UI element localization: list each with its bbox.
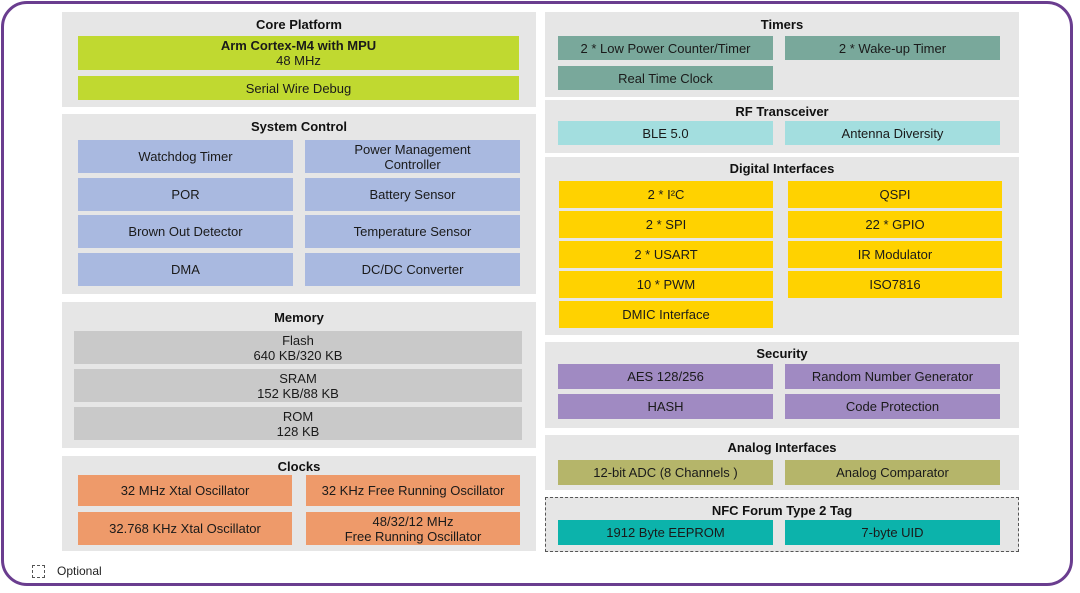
code-protection-block: Code Protection <box>785 394 1000 419</box>
flash-block: Flash 640 KB/320 KB <box>74 331 522 364</box>
outer-frame <box>1 1 1073 586</box>
dmic-interface-block: DMIC Interface <box>559 301 773 328</box>
cpu-block: Arm Cortex-M4 with MPU 48 MHz <box>78 36 519 70</box>
security-title: Security <box>756 346 808 361</box>
digital-interfaces-panel: Digital Interfaces 2 * I²C QSPI 2 * SPI … <box>545 157 1019 335</box>
rom-block: ROM 128 KB <box>74 407 522 440</box>
brown-out-detector-block: Brown Out Detector <box>78 215 293 248</box>
core-platform-panel: Core Platform Arm Cortex-M4 with MPU 48 … <box>62 12 536 107</box>
rf-transceiver-title: RF Transceiver <box>735 104 829 119</box>
dma-block: DMA <box>78 253 293 286</box>
rom-size: 128 KB <box>276 423 320 439</box>
xtal-32768khz-block: 32.768 KHz Xtal Oscillator <box>78 512 292 545</box>
sram-block: SRAM 152 KB/88 KB <box>74 369 522 402</box>
sram-size: 152 KB/88 KB <box>257 385 339 401</box>
analog-comparator-block: Analog Comparator <box>785 460 1000 485</box>
clocks-title: Clocks <box>277 459 321 474</box>
memory-title: Memory <box>274 310 324 325</box>
nfc-tag-panel: NFC Forum Type 2 Tag 1912 Byte EEPROM 7-… <box>545 497 1019 552</box>
cpu-name: Arm Cortex-M4 with MPU <box>220 38 377 53</box>
system-control-title: System Control <box>250 119 348 134</box>
low-power-counter-block: 2 * Low Power Counter/Timer <box>558 36 773 60</box>
wakeup-timer-block: 2 * Wake-up Timer <box>785 36 1000 60</box>
timers-title: Timers <box>760 17 804 32</box>
digital-interfaces-title: Digital Interfaces <box>729 161 835 176</box>
freerun-mhz-block: 48/32/12 MHz Free Running Oscillator <box>306 512 520 545</box>
battery-sensor-block: Battery Sensor <box>305 178 520 211</box>
rng-block: Random Number Generator <box>785 364 1000 389</box>
temperature-sensor-block: Temperature Sensor <box>305 215 520 248</box>
legend: Optional <box>32 564 102 578</box>
rom-name: ROM <box>282 408 314 424</box>
freerun-mhz-line1: 48/32/12 MHz <box>372 513 454 529</box>
sram-name: SRAM <box>279 370 317 386</box>
usart-block: 2 * USART <box>559 241 773 268</box>
optional-legend-label: Optional <box>57 564 102 578</box>
security-panel: Security AES 128/256 Random Number Gener… <box>545 342 1019 428</box>
pwm-block: 10 * PWM <box>559 271 773 298</box>
system-control-panel: System Control Watchdog Timer Power Mana… <box>62 114 536 294</box>
cpu-frequency: 48 MHz <box>276 53 321 68</box>
real-time-clock-block: Real Time Clock <box>558 66 773 90</box>
uid-block: 7-byte UID <box>785 520 1000 545</box>
flash-name: Flash <box>282 332 314 348</box>
xtal-32mhz-block: 32 MHz Xtal Oscillator <box>78 475 292 506</box>
clocks-panel: Clocks 32 MHz Xtal Oscillator 32 KHz Fre… <box>62 456 536 551</box>
analog-interfaces-title: Analog Interfaces <box>727 440 837 455</box>
power-management-block: Power Management Controller <box>305 140 520 173</box>
analog-interfaces-panel: Analog Interfaces 12-bit ADC (8 Channels… <box>545 435 1019 490</box>
ble-block: BLE 5.0 <box>558 121 773 145</box>
por-block: POR <box>78 178 293 211</box>
watchdog-timer-block: Watchdog Timer <box>78 140 293 173</box>
i2c-block: 2 * I²C <box>559 181 773 208</box>
freerun-32khz-block: 32 KHz Free Running Oscillator <box>306 475 520 506</box>
gpio-block: 22 * GPIO <box>788 211 1002 238</box>
timers-panel: Timers 2 * Low Power Counter/Timer 2 * W… <box>545 12 1019 97</box>
freerun-mhz-line2: Free Running Oscillator <box>344 528 482 544</box>
aes-block: AES 128/256 <box>558 364 773 389</box>
memory-panel: Memory Flash 640 KB/320 KB SRAM 152 KB/8… <box>62 302 536 448</box>
adc-block: 12-bit ADC (8 Channels ) <box>558 460 773 485</box>
rf-transceiver-panel: RF Transceiver BLE 5.0 Antenna Diversity <box>545 100 1019 153</box>
spi-block: 2 * SPI <box>559 211 773 238</box>
eeprom-block: 1912 Byte EEPROM <box>558 520 773 545</box>
flash-size: 640 KB/320 KB <box>253 347 343 363</box>
nfc-tag-title: NFC Forum Type 2 Tag <box>711 503 853 518</box>
dcdc-converter-block: DC/DC Converter <box>305 253 520 286</box>
qspi-block: QSPI <box>788 181 1002 208</box>
ir-modulator-block: IR Modulator <box>788 241 1002 268</box>
core-platform-title: Core Platform <box>256 17 342 32</box>
hash-block: HASH <box>558 394 773 419</box>
serial-wire-debug-block: Serial Wire Debug <box>78 76 519 100</box>
optional-legend-icon <box>32 564 45 578</box>
iso7816-block: ISO7816 <box>788 271 1002 298</box>
antenna-diversity-block: Antenna Diversity <box>785 121 1000 145</box>
